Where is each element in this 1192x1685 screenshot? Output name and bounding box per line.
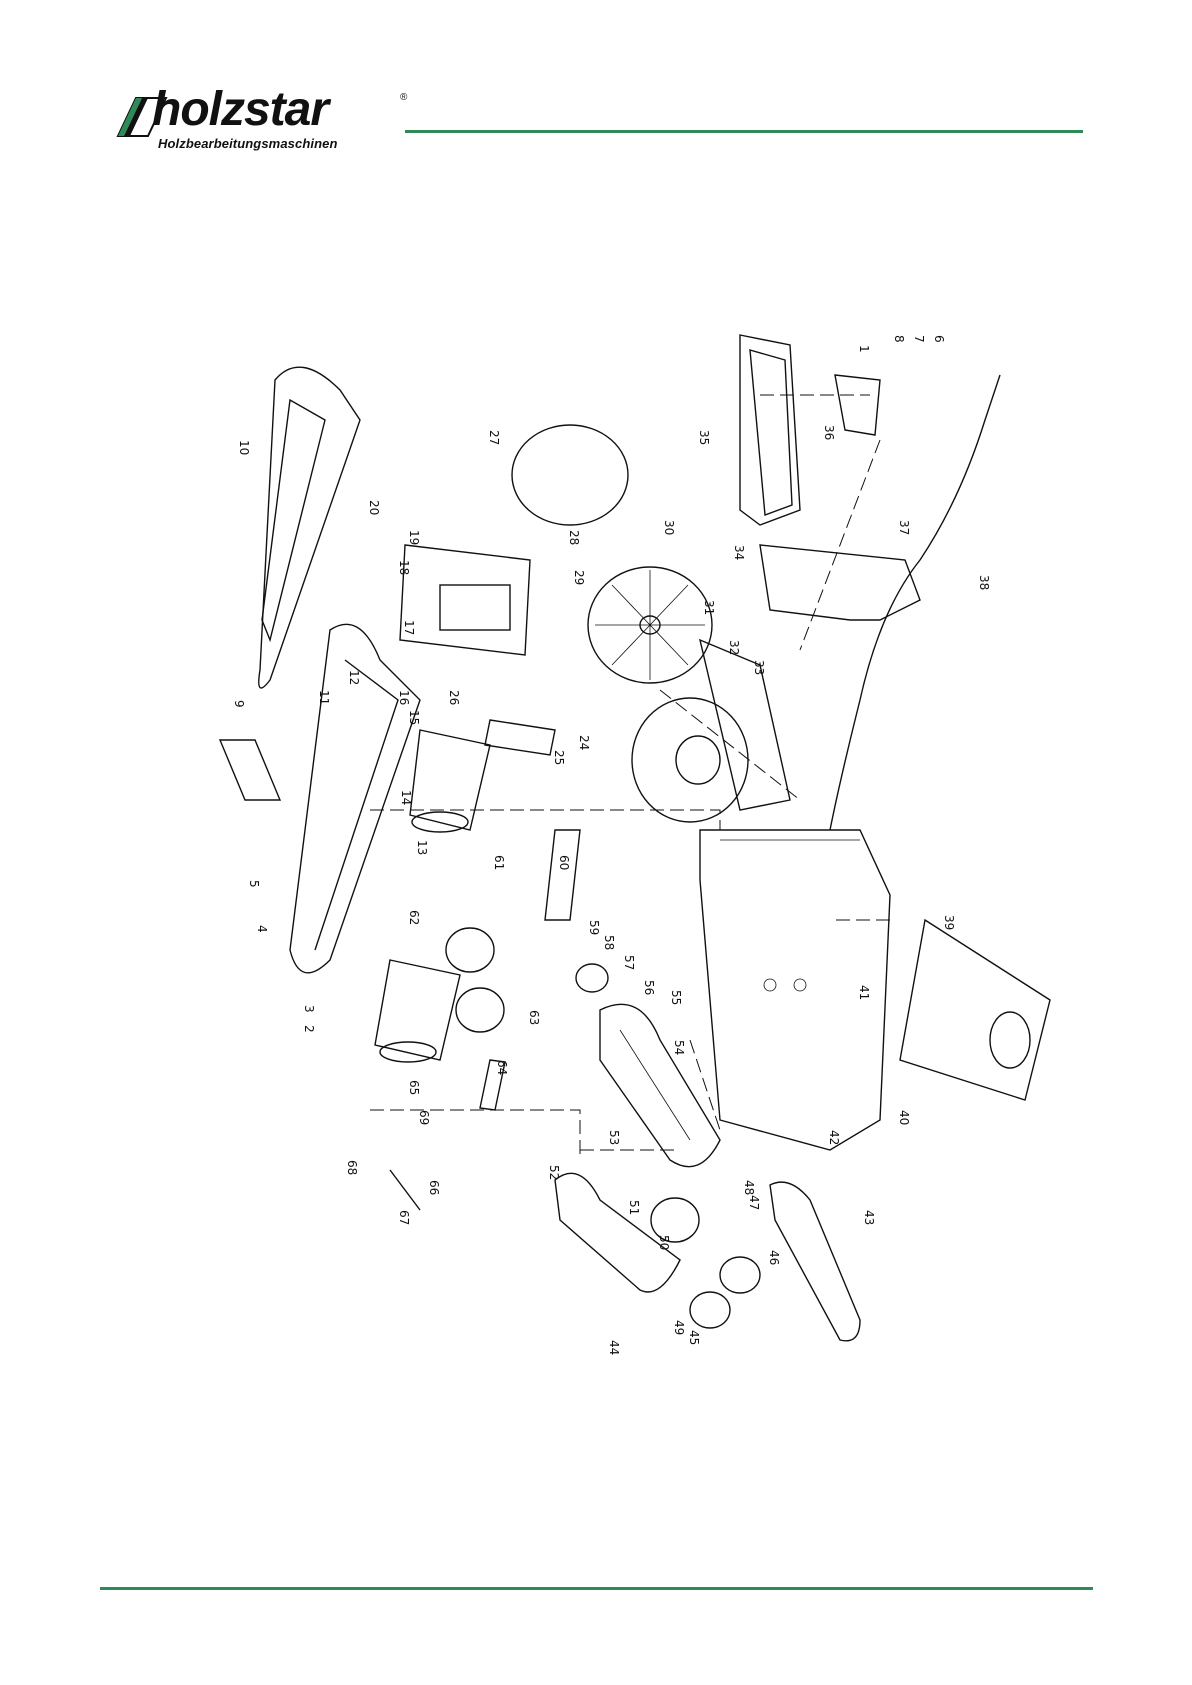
pulley-57 xyxy=(576,964,608,992)
part-number-label: 7 xyxy=(912,335,926,343)
part-number-label: 4 xyxy=(255,925,269,933)
part-number-label: 39 xyxy=(942,915,956,930)
part-number-label: 57 xyxy=(622,955,636,970)
part-number-label: 59 xyxy=(587,920,601,935)
part-number-label: 46 xyxy=(767,1250,781,1265)
sanding-belt-lower xyxy=(555,1173,680,1292)
part-number-label: 56 xyxy=(642,980,656,995)
part-number-label: 53 xyxy=(607,1130,621,1145)
part-number-label: 54 xyxy=(672,1040,686,1055)
part-number-label: 29 xyxy=(572,570,586,585)
part-number-label: 35 xyxy=(697,430,711,445)
sanding-disc-paper xyxy=(512,425,628,525)
disc-plate xyxy=(588,567,712,683)
work-table xyxy=(740,335,800,525)
part-number-label: 34 xyxy=(732,545,746,560)
part-number-label: 18 xyxy=(397,560,411,575)
part-number-label: 37 xyxy=(897,520,911,535)
part-number-label: 16 xyxy=(397,690,411,705)
part-number-label: 1 xyxy=(857,345,871,353)
drive-shaft xyxy=(545,830,580,920)
part-number-label: 64 xyxy=(495,1060,509,1075)
part-number-label: 63 xyxy=(527,1010,541,1025)
footer-rule xyxy=(100,1587,1093,1590)
disc-guard xyxy=(760,545,920,620)
part-number-label: 55 xyxy=(669,990,683,1005)
part-number-label: 38 xyxy=(977,575,991,590)
part-number-label: 69 xyxy=(417,1110,431,1125)
part-number-label: 5 xyxy=(247,880,261,888)
assembly-line-5 xyxy=(370,1110,580,1160)
part-number-label: 67 xyxy=(397,1210,411,1225)
part-number-label: 42 xyxy=(827,1130,841,1145)
part-number-label: 8 xyxy=(892,335,906,343)
part-number-label: 48 xyxy=(742,1180,756,1195)
part-number-label: 2 xyxy=(302,1025,316,1033)
drive-belt xyxy=(770,1182,860,1341)
motor xyxy=(900,920,1050,1100)
part-number-label: 28 xyxy=(567,530,581,545)
table-bracket xyxy=(835,375,880,435)
pulley-49 xyxy=(690,1292,730,1328)
part-labels: 1234567891011121314151617181920242526272… xyxy=(232,335,991,1355)
part-number-label: 44 xyxy=(607,1340,621,1355)
part-number-label: 11 xyxy=(317,690,331,705)
idler-drum xyxy=(375,960,460,1062)
tension-plate xyxy=(456,988,504,1032)
part-number-label: 20 xyxy=(367,500,381,515)
part-number-label: 19 xyxy=(407,530,421,545)
part-number-label: 51 xyxy=(627,1200,641,1215)
part-number-label: 41 xyxy=(857,985,871,1000)
part-number-label: 13 xyxy=(415,840,429,855)
part-number-label: 50 xyxy=(657,1235,671,1250)
part-number-label: 30 xyxy=(662,520,676,535)
part-number-label: 3 xyxy=(302,1005,316,1013)
platen xyxy=(220,740,280,800)
part-number-label: 45 xyxy=(687,1330,701,1345)
part-number-label: 43 xyxy=(862,1210,876,1225)
part-number-label: 47 xyxy=(747,1195,761,1210)
part-number-label: 58 xyxy=(602,935,616,950)
part-number-label: 15 xyxy=(407,710,421,725)
assembly-line-7 xyxy=(690,1040,720,1130)
part-number-label: 12 xyxy=(347,670,361,685)
part-number-label: 24 xyxy=(577,735,591,750)
cover-plate xyxy=(485,720,555,755)
part-number-label: 31 xyxy=(702,600,716,615)
part-number-label: 9 xyxy=(232,700,246,708)
part-number-label: 10 xyxy=(237,440,251,455)
part-number-label: 25 xyxy=(552,750,566,765)
drive-drum xyxy=(410,730,490,832)
sanding-belt-upper xyxy=(259,367,360,688)
part-number-label: 26 xyxy=(447,690,461,705)
part-number-label: 40 xyxy=(897,1110,911,1125)
part-number-label: 33 xyxy=(752,660,766,675)
part-number-label: 61 xyxy=(492,855,506,870)
part-number-label: 17 xyxy=(402,620,416,635)
part-number-label: 60 xyxy=(557,855,571,870)
part-number-label: 14 xyxy=(399,790,413,805)
part-number-label: 62 xyxy=(407,910,421,925)
switch-box xyxy=(400,545,530,655)
part-number-label: 52 xyxy=(547,1165,561,1180)
pulley-46 xyxy=(720,1257,760,1293)
part-number-label: 65 xyxy=(407,1080,421,1095)
part-number-label: 36 xyxy=(822,425,836,440)
part-number-label: 49 xyxy=(672,1320,686,1335)
part-number-label: 66 xyxy=(427,1180,441,1195)
part-number-label: 6 xyxy=(932,335,946,343)
part-number-label: 32 xyxy=(727,640,741,655)
spring-67 xyxy=(390,1170,420,1210)
assembly-line-1 xyxy=(370,810,720,830)
part-number-label: 68 xyxy=(345,1160,359,1175)
part-number-label: 27 xyxy=(487,430,501,445)
tension-plate-2 xyxy=(446,928,494,972)
